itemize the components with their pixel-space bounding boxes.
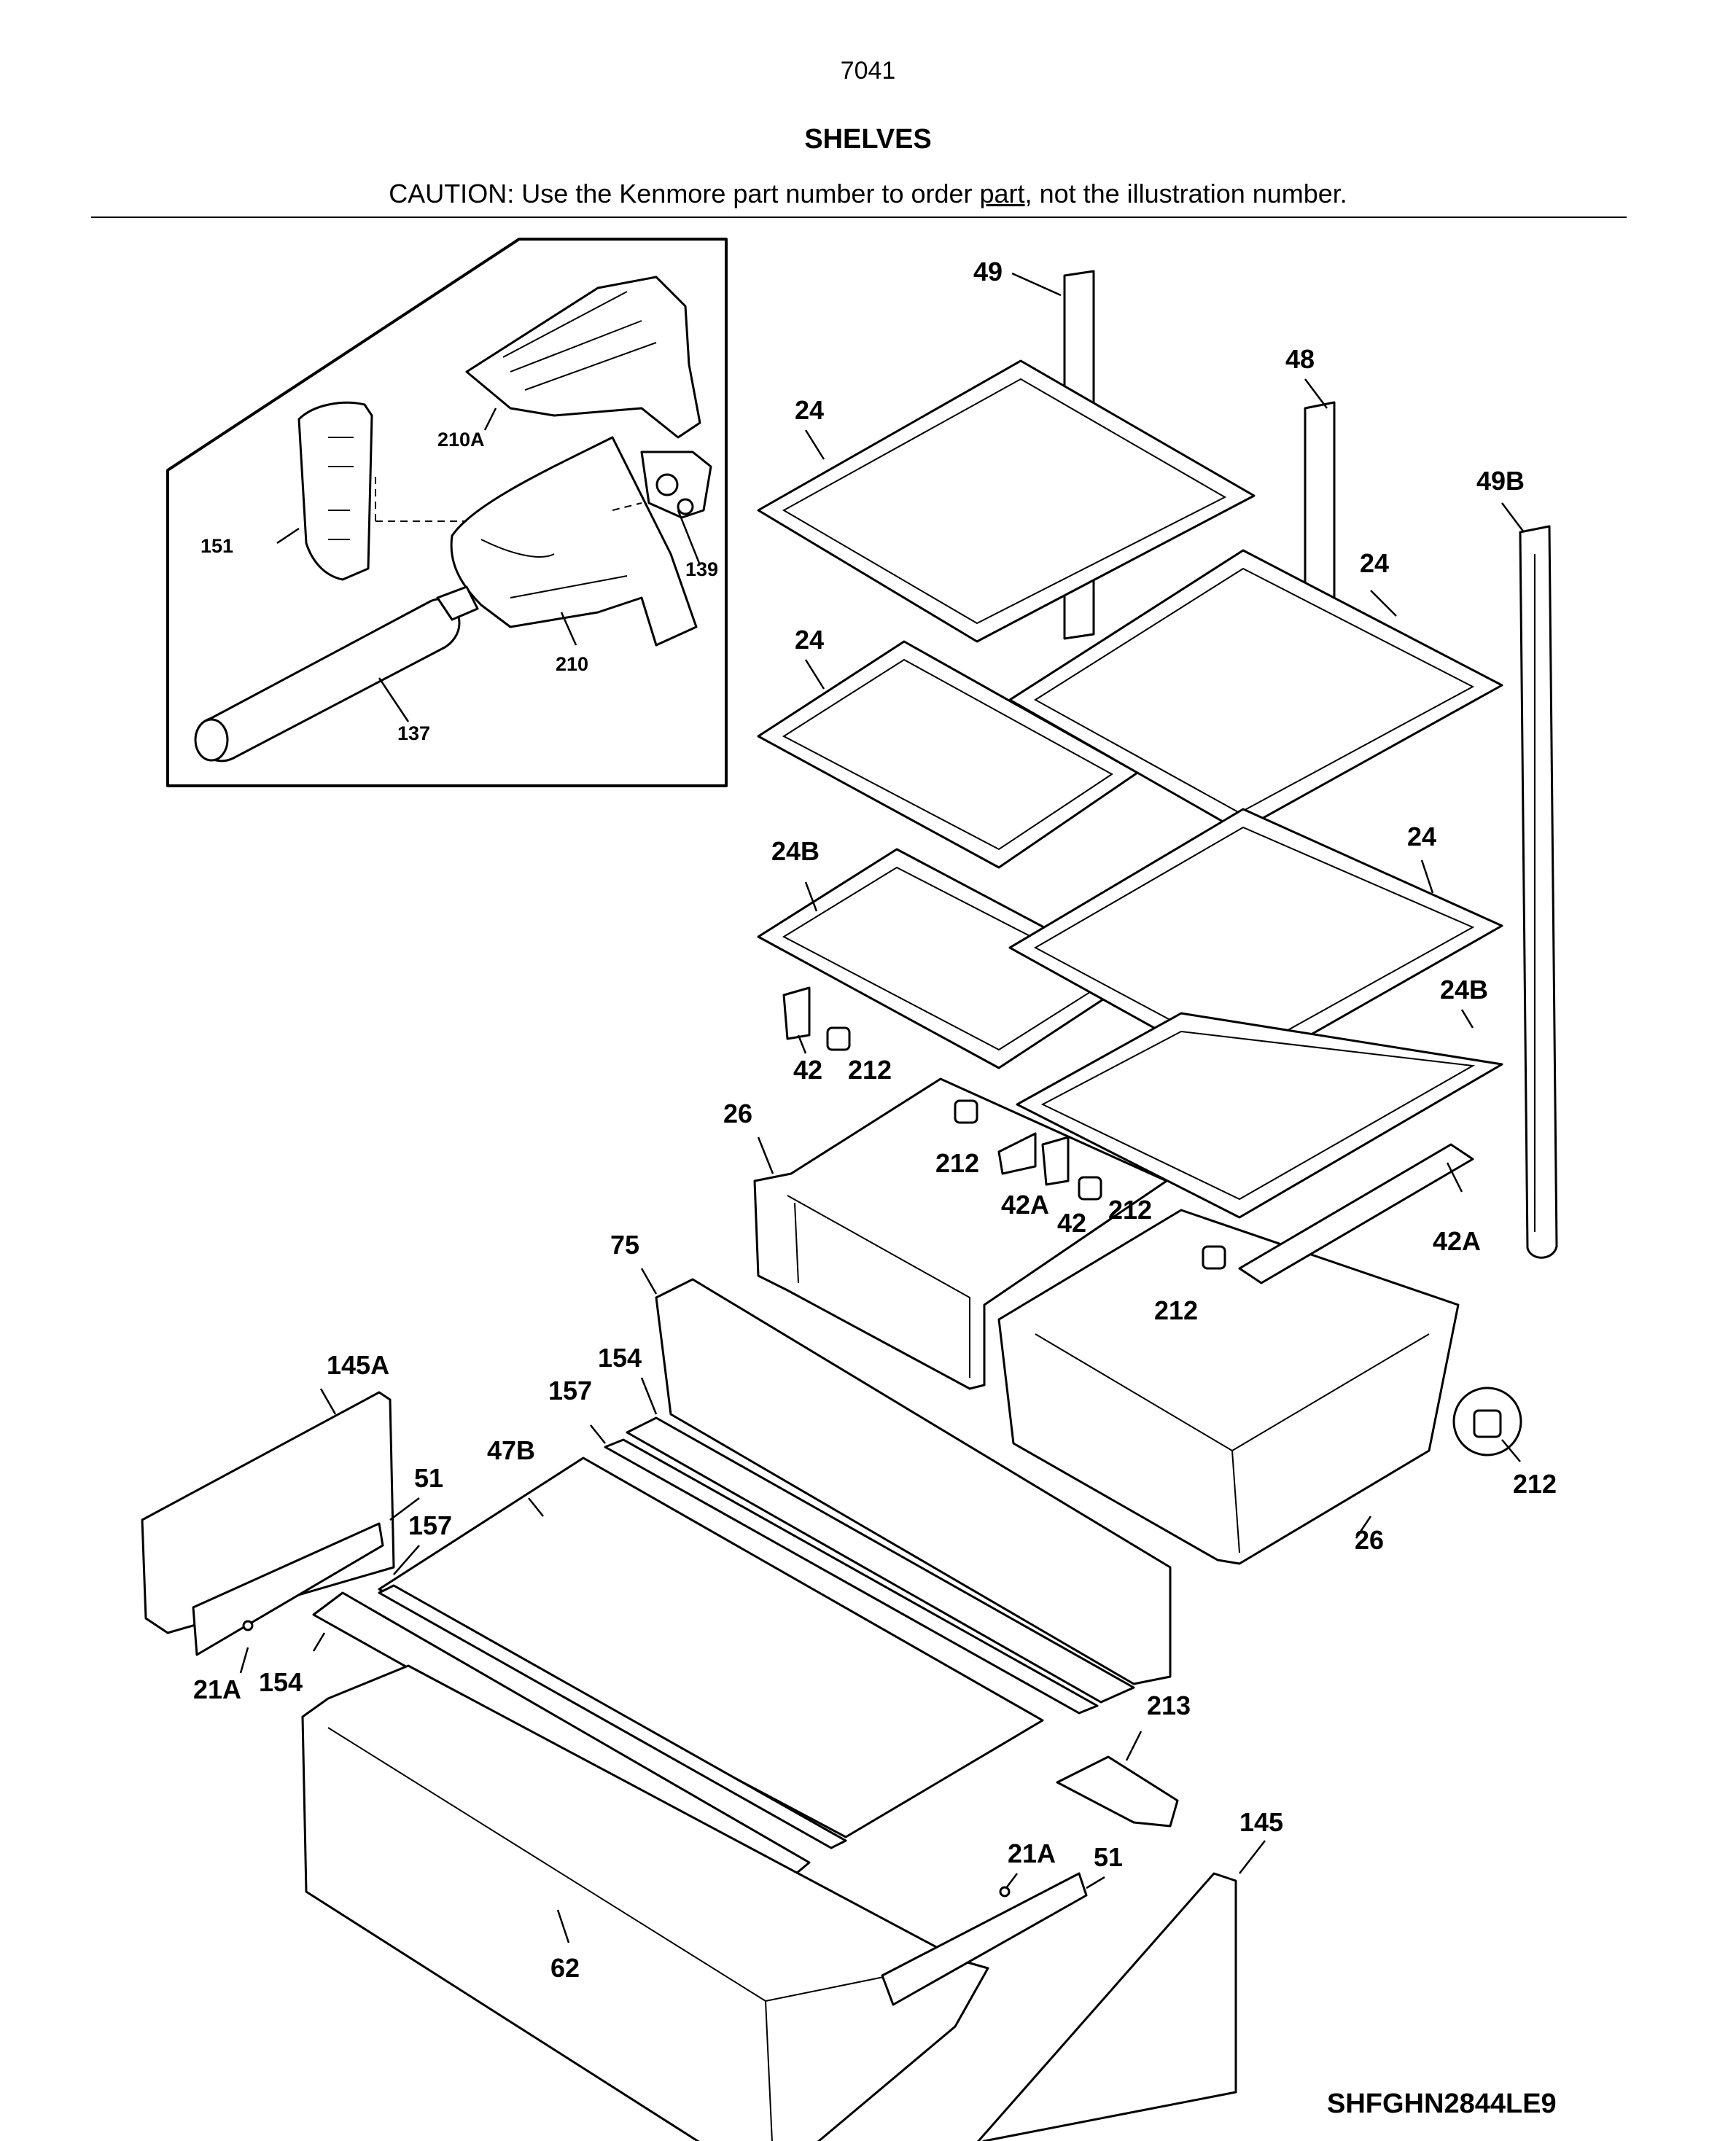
callout-157-a: 157 <box>548 1376 592 1405</box>
part-42a-rail-left <box>997 1132 1037 1175</box>
callout-139: 139 <box>685 558 718 580</box>
caution-text-end: , not the illustration number. <box>1024 179 1347 208</box>
part-212-clip-c <box>1078 1176 1102 1201</box>
callout-47b: 47B <box>487 1435 535 1465</box>
callout-labels: 210A 151 139 210 137 49 48 49B 24 24 24 … <box>193 257 1557 1983</box>
callout-24-c: 24 <box>795 625 824 655</box>
callout-24-d: 24 <box>1407 822 1436 851</box>
callout-42-b: 42 <box>1057 1208 1086 1238</box>
callout-212-e: 212 <box>1513 1469 1557 1499</box>
callout-212-a: 212 <box>848 1055 892 1085</box>
leader-lines <box>239 272 1525 1943</box>
part-51-left-slide <box>192 1522 384 1656</box>
caution-note: CAUTION: Use the Kenmore part number to … <box>0 179 1736 209</box>
callout-49b: 49B <box>1476 466 1525 496</box>
shelf-24-top-right <box>1008 549 1503 832</box>
callout-26-a: 26 <box>723 1099 752 1128</box>
pantry-assembly <box>141 1278 1237 2141</box>
model-number: SHFGHN2844LE9 <box>1327 2089 1557 2119</box>
callout-24b-a: 24B <box>771 836 820 866</box>
part-49b-rail <box>1519 525 1558 1259</box>
crisper-drawers <box>753 986 1522 1565</box>
callout-210: 210 <box>556 653 588 675</box>
callout-75: 75 <box>610 1230 639 1260</box>
callout-137: 137 <box>397 722 430 744</box>
part-42-bracket <box>782 986 811 1040</box>
callout-151: 151 <box>201 535 233 557</box>
callout-212-d: 212 <box>1154 1295 1198 1325</box>
part-21a-screw-left <box>242 1620 254 1631</box>
callout-24-a: 24 <box>795 395 824 425</box>
callout-51-b: 51 <box>1094 1842 1123 1872</box>
part-212-clip-a <box>826 1026 851 1051</box>
shelves <box>757 359 1503 1219</box>
callout-212-c: 212 <box>1108 1195 1152 1225</box>
part-210a-housing-cover <box>465 276 701 439</box>
callout-62: 62 <box>550 1953 580 1983</box>
part-154-rear-trim <box>626 1416 1135 1704</box>
callout-48: 48 <box>1285 344 1315 374</box>
callout-154-a: 154 <box>598 1343 642 1373</box>
part-26-right-drawer <box>997 1209 1460 1565</box>
callout-21a-a: 21A <box>193 1674 241 1704</box>
callout-154-b: 154 <box>259 1667 303 1697</box>
callout-157-b: 157 <box>408 1510 452 1540</box>
caution-underlined-word: part <box>979 179 1025 208</box>
callout-213: 213 <box>1147 1690 1191 1720</box>
callout-24-b: 24 <box>1360 548 1389 578</box>
callout-24b-b: 24B <box>1440 975 1488 1005</box>
caution-text: CAUTION: Use the Kenmore part number to … <box>389 179 980 208</box>
callout-26-b: 26 <box>1355 1525 1384 1555</box>
page-number: 7041 <box>840 57 896 85</box>
callout-42a-a: 42A <box>1001 1190 1049 1220</box>
part-75-divider <box>655 1278 1172 1685</box>
part-157-rear-seal <box>604 1438 1099 1715</box>
part-210-filter-housing <box>450 436 698 647</box>
part-212-clip-d <box>1202 1245 1226 1270</box>
part-151-filter-cover <box>297 401 373 581</box>
part-212-clip-b <box>954 1099 978 1124</box>
page-title: SHELVES <box>804 124 932 155</box>
part-42-bracket-center <box>1041 1136 1070 1186</box>
part-62-pantry-drawer <box>301 1664 989 2141</box>
part-51-right-slide <box>881 1872 1088 2006</box>
callout-42-a: 42 <box>793 1055 822 1085</box>
part-145-right-bracket <box>977 1872 1237 2141</box>
part-213-hinge <box>1056 1755 1179 1828</box>
filter-inset <box>166 238 728 787</box>
callout-212-b: 212 <box>935 1148 979 1178</box>
callout-49: 49 <box>973 257 1003 286</box>
callout-145: 145 <box>1239 1807 1283 1837</box>
callout-145a: 145A <box>327 1350 389 1380</box>
callout-51-a: 51 <box>414 1463 443 1493</box>
part-157-front-seal <box>378 1584 847 1849</box>
shelf-24-top-left <box>757 359 1256 643</box>
callout-42a-b: 42A <box>1433 1226 1481 1256</box>
callout-21a-b: 21A <box>1008 1838 1056 1868</box>
part-21a-screw-right <box>999 1886 1011 1898</box>
callout-210a: 210A <box>437 429 485 451</box>
header-divider <box>91 217 1627 218</box>
part-42a-rail <box>1238 1143 1474 1284</box>
